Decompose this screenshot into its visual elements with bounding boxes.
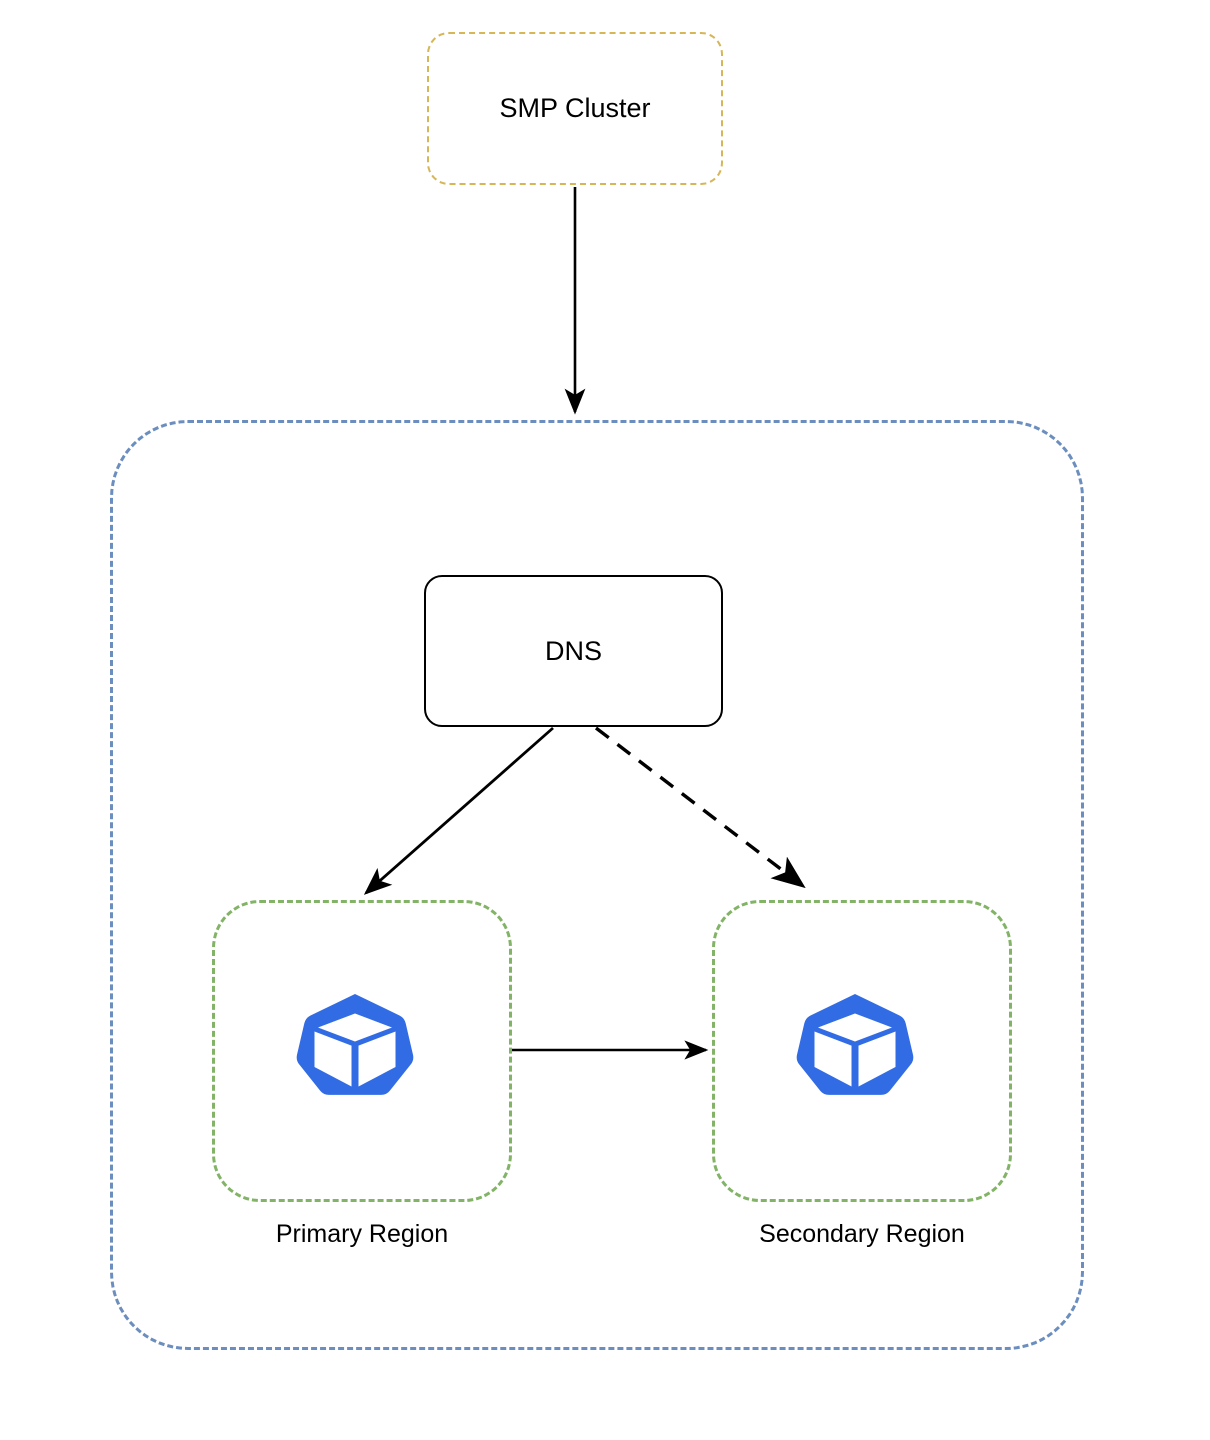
smp-cluster-node[interactable]: SMP Cluster (427, 32, 723, 185)
smp-cluster-label: SMP Cluster (499, 93, 651, 124)
primary-region-caption: Primary Region (275, 1220, 449, 1248)
platform-boundary-group[interactable] (110, 420, 1084, 1350)
dns-node[interactable]: DNS (424, 575, 723, 727)
secondary-region-caption: Secondary Region (759, 1220, 965, 1248)
primary-region-group[interactable] (212, 900, 512, 1202)
kubernetes-icon-primary (295, 991, 415, 1111)
secondary-region-group[interactable] (712, 900, 1012, 1202)
dns-label: DNS (544, 635, 602, 666)
kubernetes-icon-secondary (795, 991, 915, 1111)
kubernetes-icon (296, 994, 414, 1095)
kubernetes-icon (796, 994, 914, 1095)
